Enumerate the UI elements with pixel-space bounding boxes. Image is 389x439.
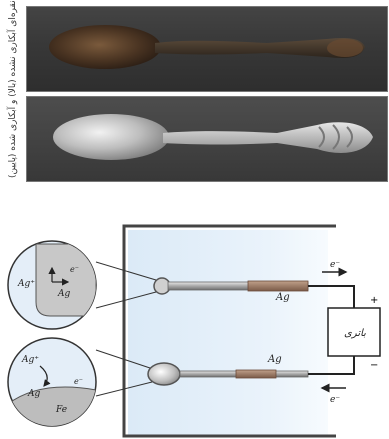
- cathode-zoom-atom: Ag: [27, 389, 40, 399]
- anode-zoom-atom: Ag: [57, 289, 70, 299]
- cathode-label: Ag: [267, 354, 282, 365]
- plated-spoon-bowl: [53, 114, 169, 160]
- cathode-zoom-ion: Ag⁺: [21, 355, 39, 365]
- battery-minus: −: [370, 360, 378, 371]
- anode-label: Ag: [275, 292, 290, 303]
- tarnished-spoon-photo: [26, 6, 388, 92]
- anode-zoom-electron: e⁻: [70, 265, 79, 274]
- anode-zoom-ion: Ag⁺: [17, 279, 35, 289]
- electron-label-top: e⁻: [330, 260, 340, 270]
- cathode-zoom-metal: Fe: [55, 405, 67, 415]
- anode-zoom-circle: Ag⁺ Ag e⁻: [8, 241, 96, 329]
- plated-spoon-handle: [163, 122, 373, 153]
- plated-spoon-photo: [26, 96, 388, 182]
- electroplating-diagram: Ag Ag باتری + − e⁻ e⁻ Ag⁺ Ag: [0, 190, 389, 439]
- cathode-zoom-electron: e⁻: [74, 377, 83, 386]
- electrolyte-container: [124, 226, 336, 436]
- photo-caption: قاشق نقره‌ای آبکاری نشده (بالا) و آبکاری…: [8, 0, 18, 178]
- battery-label: باتری: [344, 328, 366, 339]
- electron-label-bottom: e⁻: [330, 395, 340, 405]
- cathode-zoom-circle: Ag⁺ Ag Fe e⁻: [8, 338, 96, 430]
- battery-plus: +: [370, 295, 378, 306]
- tarnished-spoon-bowl: [49, 25, 161, 69]
